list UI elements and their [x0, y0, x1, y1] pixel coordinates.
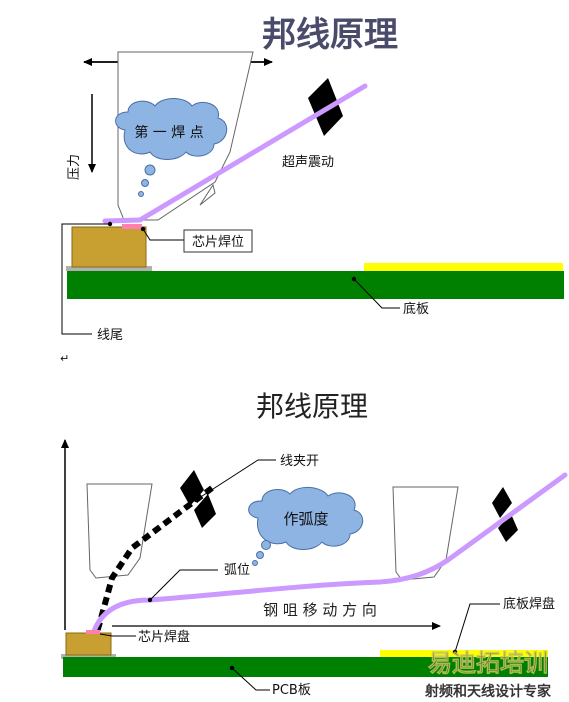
- chip-pad-label-box: [183, 229, 253, 253]
- chip-base: [66, 266, 152, 271]
- watermark-line1: 易迪拓培训: [428, 649, 548, 677]
- watermark: 易迪拓培训 射频和天线设计专家: [424, 649, 552, 700]
- capillary-left: [86, 483, 153, 579]
- first-bond-cloud-label: 第 一 焊 点: [134, 124, 203, 141]
- chip-bond-pad: [122, 224, 142, 229]
- wire-tail-label: 线尾: [97, 328, 123, 343]
- chip: [71, 226, 147, 268]
- wire-clamp-right-lower: [498, 514, 518, 542]
- wire-clamp-right-upper: [492, 487, 512, 518]
- clamp-open-label: 线夹开: [280, 454, 319, 469]
- pcb-board: [63, 657, 548, 677]
- substrate-pad: [364, 263, 563, 271]
- arc-label: 弧位: [224, 563, 250, 578]
- watermark-line2: 射频和天线设计专家: [424, 683, 552, 700]
- bond-wire: [137, 83, 368, 223]
- pressure-label: 压力: [67, 154, 82, 180]
- return-mark: ↵: [60, 352, 69, 365]
- chip-bond-pad-bottom: [86, 630, 100, 634]
- capillary-right: [392, 486, 459, 581]
- chip-pad-label-bottom: 芯片焊盘: [138, 629, 190, 645]
- ultrasonic-label: 超声震动: [282, 155, 334, 170]
- first-bond-cloud: [115, 98, 228, 197]
- substrate-pad-bottom: [380, 650, 548, 657]
- chip-pad-label: 芯片焊位: [192, 234, 244, 250]
- bottom-title: 邦线原理: [256, 390, 368, 423]
- arc-cloud: [248, 487, 364, 566]
- chip-bottom: [65, 632, 112, 656]
- substrate: [67, 271, 564, 299]
- top-title: 邦线原理: [262, 15, 398, 55]
- move-direction-label: 钢 咀 移 动 方 向: [263, 601, 377, 619]
- substrate-label: 底板: [403, 301, 429, 317]
- pcb-label: PCB板: [272, 683, 311, 698]
- substrate-pad-label: 底板焊盘: [503, 596, 555, 612]
- bottom-diagram: 邦线原理 作弧度 弧位 线夹开 钢 咀 移: [61, 390, 568, 698]
- chip-base-bottom: [61, 654, 116, 659]
- wire-clamp-upper: [180, 470, 204, 506]
- wire-clamp-lower: [194, 494, 216, 528]
- top-diagram: 邦线原理 压力 第 一 焊 点 超声震动: [60, 15, 564, 365]
- arc-cloud-label: 作弧度: [283, 510, 328, 528]
- bond-wire-arc: [90, 472, 568, 637]
